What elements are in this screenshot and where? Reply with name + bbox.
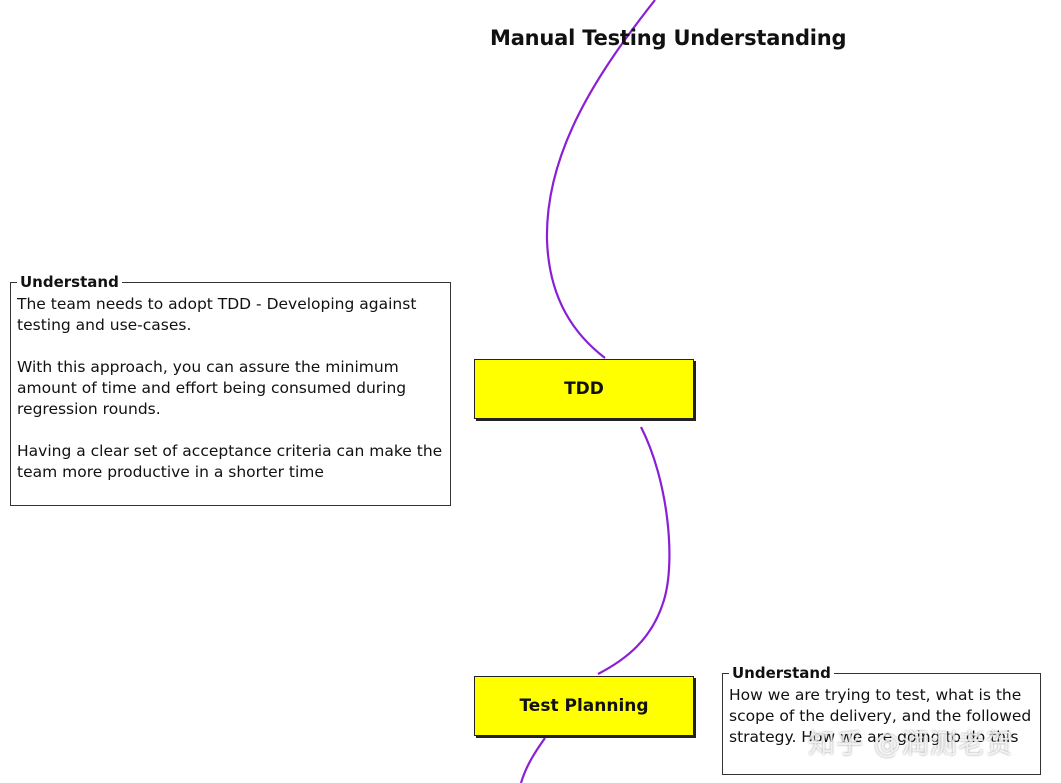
note-paragraph: Having a clear set of acceptance criteri… xyxy=(17,442,443,481)
node-tdd[interactable]: TDD xyxy=(474,359,694,419)
note-understand-test-planning: Understand How we are trying to test, wh… xyxy=(722,663,1041,775)
node-label: TDD xyxy=(564,379,604,399)
connector-test-planning-down xyxy=(519,737,546,783)
note-label: Understand xyxy=(17,272,122,292)
note-body: The team needs to adopt TDD - Developing… xyxy=(11,283,450,489)
note-body: How we are trying to test, what is the s… xyxy=(723,674,1040,754)
note-understand-tdd: Understand The team needs to adopt TDD -… xyxy=(10,272,451,506)
node-label: Test Planning xyxy=(519,696,649,716)
watermark-text: 知乎 @润测老贺 xyxy=(808,729,1014,760)
node-test-planning[interactable]: Test Planning xyxy=(474,676,694,736)
connector-tdd-to-test-planning xyxy=(597,426,671,675)
note-paragraph: The team needs to adopt TDD - Developing… xyxy=(17,295,417,334)
connector-top-to-tdd xyxy=(545,0,656,359)
note-paragraph: With this approach, you can assure the m… xyxy=(17,358,407,418)
note-paragraph: How we are trying to test, what is the s… xyxy=(729,686,1032,746)
diagram-title: Manual Testing Understanding xyxy=(490,26,847,50)
note-label: Understand xyxy=(729,663,834,683)
